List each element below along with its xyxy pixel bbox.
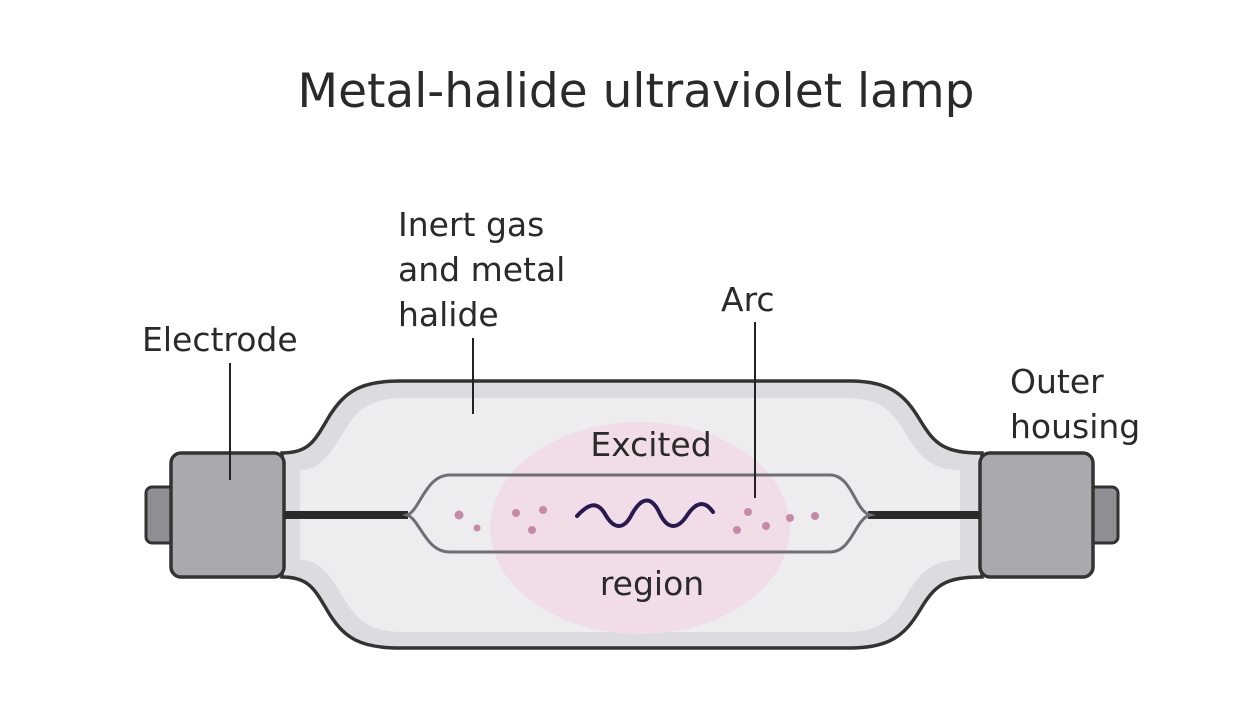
metal-halide-particles (454, 506, 819, 534)
left-end-cap (169, 451, 286, 579)
particle (811, 512, 819, 520)
arc-tube (401, 473, 876, 554)
arc-wave (575, 498, 715, 528)
diagram-title: Metal-halide ultraviolet lamp (298, 64, 975, 119)
inert-gas-label-line2: and metal (398, 250, 565, 289)
particle (786, 514, 794, 522)
inert-gas-label-line3: halide (398, 295, 499, 334)
particle (744, 508, 752, 516)
arc-label: Arc (721, 280, 775, 319)
right-end-cap (978, 451, 1095, 579)
particle (762, 522, 770, 530)
outer-housing-label-line1: Outer (1010, 362, 1104, 401)
outer-housing-label-line2: housing (1010, 407, 1140, 446)
excited-region-label-line1: Excited (590, 425, 711, 464)
excited-region-label-line2: region (600, 564, 704, 603)
particle (512, 509, 520, 517)
particle (528, 526, 536, 534)
particle (733, 526, 741, 534)
inert-gas-label-line1: Inert gas (398, 205, 544, 244)
particle (473, 524, 481, 532)
particle (539, 506, 547, 514)
particle (454, 510, 464, 520)
electrode-label: Electrode (142, 320, 298, 359)
